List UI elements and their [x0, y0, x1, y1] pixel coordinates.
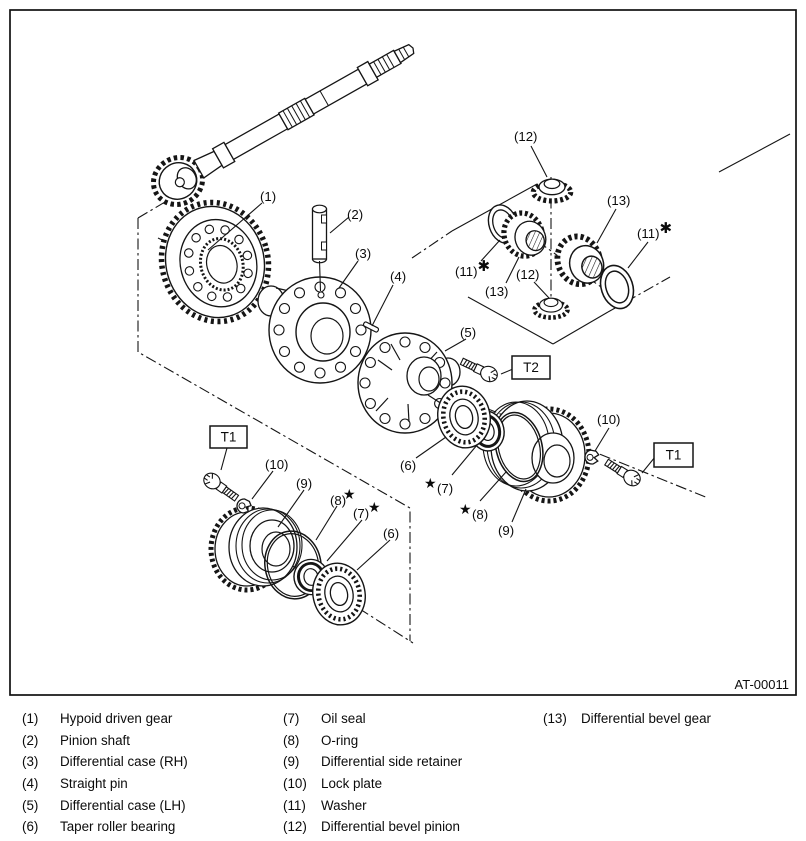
torque-box-t1-left	[209, 425, 248, 449]
legend-item: (2) Pinion shaft	[22, 733, 277, 755]
star-mark-8-right: ★	[459, 501, 472, 517]
legend-item-number: (11)	[283, 797, 306, 813]
differential-case-lh	[357, 332, 461, 434]
callout-2: (2)	[347, 207, 363, 222]
legend-item: (10) Lock plate	[283, 776, 538, 798]
legend-item-number: (3)	[22, 754, 39, 770]
legend-item-number: (8)	[283, 732, 300, 748]
torque-box-t1-right	[653, 442, 694, 468]
callout-7-left: (7)	[353, 506, 369, 521]
callout-9-left: (9)	[296, 476, 312, 491]
callout-6-left: (6)	[383, 526, 399, 541]
torque-label-t1-left: T1	[221, 430, 237, 445]
torque-label-t2: T2	[523, 360, 539, 375]
differential-side-retainer-right	[482, 400, 592, 504]
exploded-view-diagram: T1 T2 T1 (1) (2) (3) (4) (5) (12) (13) (…	[9, 9, 797, 696]
legend-item-label: Washer	[321, 797, 367, 813]
legend-item-number: (10)	[283, 776, 307, 792]
legend-item: (8) O-ring	[283, 733, 538, 755]
legend-column-1: (1) Hypoid driven gear (2) Pinion shaft …	[22, 711, 277, 841]
torque-box-t2	[511, 355, 551, 380]
torque-boxes: T1 T2 T1	[209, 355, 694, 468]
callout-6-right: (6)	[400, 458, 416, 473]
legend-item-number: (2)	[22, 732, 39, 748]
drive-pinion-shaft	[150, 43, 415, 208]
torque-label-t1-right: T1	[666, 448, 682, 463]
legend-item-number: (1)	[22, 711, 39, 726]
star-mark-8-left: ★	[343, 486, 356, 502]
legend-item-label: Taper roller bearing	[60, 819, 176, 835]
legend-item-label: Lock plate	[321, 776, 383, 792]
legend-item-number: (12)	[283, 819, 307, 835]
callout-11-right: (11)✱	[637, 220, 672, 241]
legend-item-number: (13)	[543, 711, 567, 726]
hypoid-driven-gear	[158, 199, 272, 325]
legend-item-label: Hypoid driven gear	[60, 711, 173, 726]
legend-item-label: O-ring	[321, 732, 359, 748]
callout-10-left: (10)	[265, 457, 288, 472]
callout-labels: (1) (2) (3) (4) (5) (12) (13) (11)✱ (11)…	[260, 129, 672, 541]
callout-9-right: (9)	[498, 523, 514, 538]
o-ring-right	[494, 411, 544, 483]
legend-item: (9) Differential side retainer	[283, 754, 538, 776]
callout-7-right: (7)	[437, 481, 453, 496]
callout-5: (5)	[460, 325, 476, 340]
callout-3: (3)	[355, 246, 371, 261]
callout-4: (4)	[390, 269, 406, 284]
legend-item-number: (7)	[283, 711, 300, 726]
star-mark-7-left: ★	[368, 499, 381, 515]
legend-item: (6) Taper roller bearing	[22, 819, 277, 841]
legend-column-2: (7) Oil seal (8) O-ring (9) Differential…	[283, 711, 538, 841]
callout-12-bottom: (12)	[516, 267, 539, 282]
legend-item: (1) Hypoid driven gear	[22, 711, 277, 733]
legend-item-number: (6)	[22, 819, 39, 835]
legend-column-3: (13) Differential bevel gear	[543, 711, 803, 733]
legend-item-label: Differential case (LH)	[60, 797, 186, 813]
legend-item: (3) Differential case (RH)	[22, 754, 277, 776]
legend-item-label: Differential side retainer	[321, 754, 463, 770]
callout-1: (1)	[260, 189, 276, 204]
callout-13-right: (13)	[607, 193, 630, 208]
callout-13-left: (13)	[485, 284, 508, 299]
legend-item: (13) Differential bevel gear	[543, 711, 803, 733]
legend-item-number: (5)	[22, 797, 39, 813]
legend-item-number: (4)	[22, 776, 39, 792]
legend-item-label: Oil seal	[321, 711, 366, 726]
star-mark-7-right: ★	[424, 475, 437, 491]
callout-8-left: (8)	[330, 493, 346, 508]
leader-lines	[207, 145, 656, 571]
callout-10-right: (10)	[597, 412, 620, 427]
legend-item: (11) Washer	[283, 798, 538, 820]
callout-12-top: (12)	[514, 129, 537, 144]
exploded-plane-lines	[451, 133, 791, 345]
legend-item-label: Differential bevel pinion	[321, 819, 460, 835]
differential-case-rh	[257, 276, 372, 384]
legend-item-number: (9)	[283, 754, 300, 770]
legend-item-label: Differential case (RH)	[60, 754, 188, 770]
callout-11-left: (11)✱	[455, 258, 490, 279]
figure-code: AT-00011	[735, 677, 789, 692]
legend-item: (4) Straight pin	[22, 776, 277, 798]
callout-8-right: (8)	[472, 507, 488, 522]
legend-item: (12) Differential bevel pinion	[283, 819, 538, 841]
legend-item: (5) Differential case (LH)	[22, 798, 277, 820]
legend-item: (7) Oil seal	[283, 711, 538, 733]
legend-item-label: Straight pin	[60, 776, 128, 792]
pinion-shaft	[311, 204, 328, 264]
legend-item-label: Pinion shaft	[60, 732, 130, 748]
legend-item-label: Differential bevel gear	[581, 711, 712, 726]
